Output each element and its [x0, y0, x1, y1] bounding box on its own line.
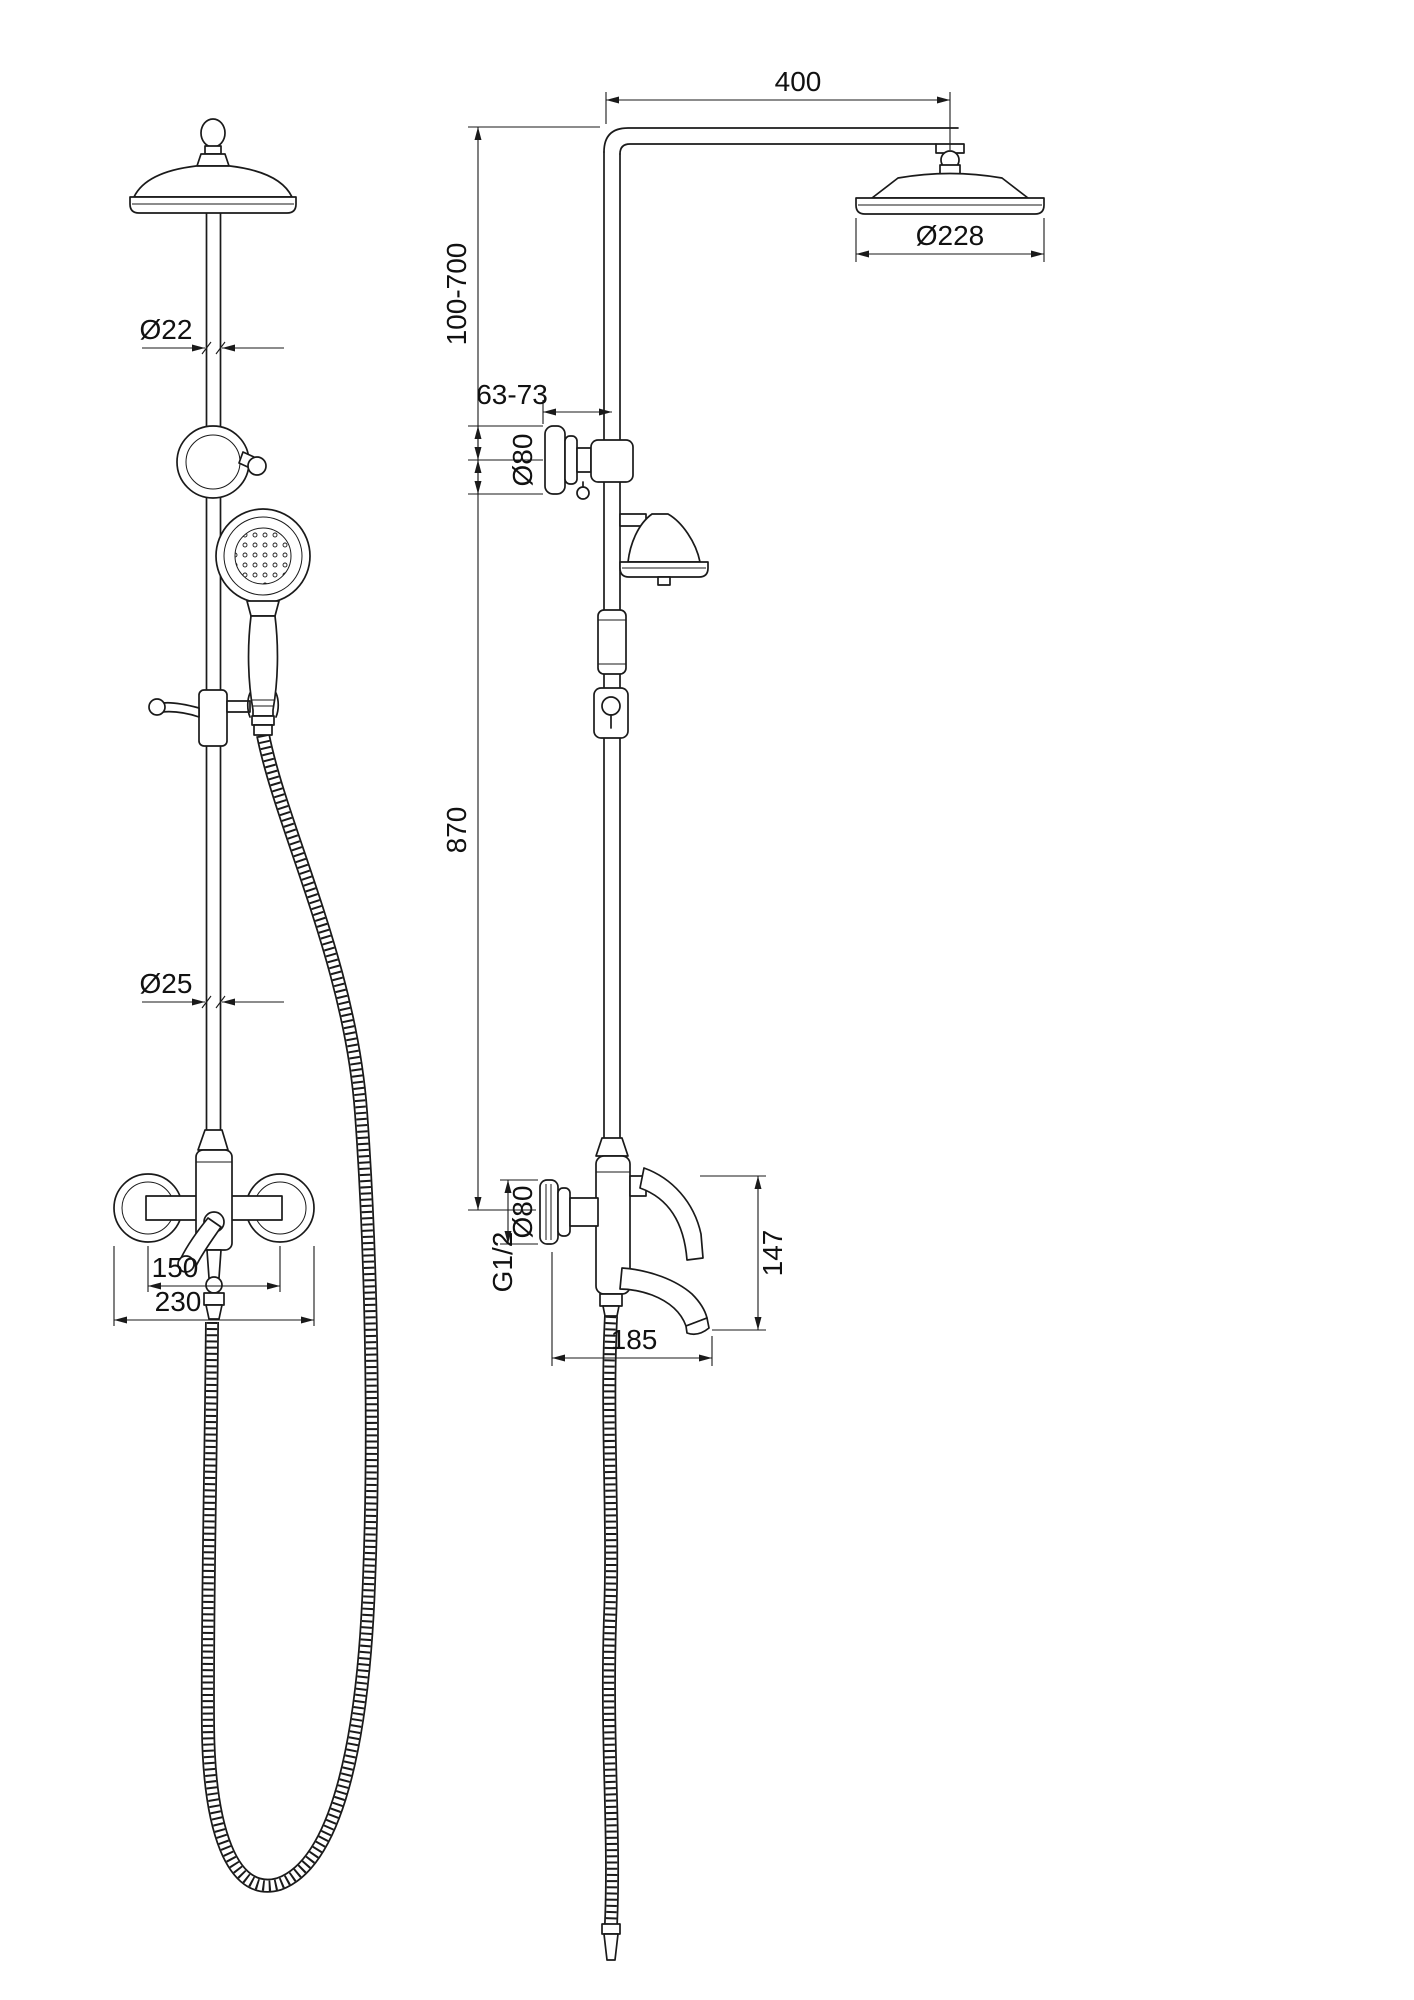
slider-knob-side	[601, 696, 621, 716]
side-view: 400 Ø228 100-700 63-73	[441, 66, 1045, 1961]
bracket-knob	[247, 456, 267, 476]
dim-spout-height: 147	[700, 1175, 788, 1331]
head-brim-side	[855, 197, 1045, 215]
slider-clamp-front	[148, 689, 280, 747]
dim-column-height-label: 870	[441, 807, 472, 854]
hose-nut	[253, 724, 273, 736]
thread-size-label: G1/2	[487, 1232, 518, 1293]
hand-shower-front	[215, 508, 311, 736]
dim-wall-offset-range: 63-73	[476, 379, 612, 424]
dim-mixer-flange-diameter-label: Ø80	[507, 1186, 538, 1239]
dim-lower-pipe-diameter-label: Ø25	[140, 968, 193, 999]
dim-wall-offset-range-label: 63-73	[476, 379, 548, 410]
finial-knob	[200, 118, 226, 148]
dim-column-height: 870	[441, 460, 536, 1211]
bracket-screw-knob	[576, 486, 590, 500]
dim-top-bracket-diameter-label: Ø80	[507, 434, 538, 487]
dim-mixer-overall-width-label: 230	[155, 1286, 202, 1317]
front-view: Ø22	[113, 118, 379, 1893]
dim-arm-length: 400	[605, 66, 951, 150]
dim-upper-pipe-diameter: Ø22	[140, 314, 284, 355]
bracket-flange	[544, 425, 566, 495]
head-brim	[129, 196, 297, 214]
mixer-flange-side	[539, 1179, 559, 1245]
hand-shower-hose-side	[601, 1315, 621, 1961]
dim-lower-pipe-diameter: Ø25	[140, 968, 284, 1009]
dim-spout-reach-label: 185	[611, 1324, 658, 1355]
dim-handle-centers-width: 150	[147, 1246, 281, 1292]
rain-shower-head-side	[855, 143, 1045, 215]
riser-pipe-side	[603, 127, 959, 1141]
wall-bracket-side	[544, 425, 634, 500]
hand-shower-side	[619, 513, 709, 586]
dim-head-diameter: Ø228	[855, 218, 1045, 262]
head-dome	[133, 165, 293, 198]
hand-shower-handle	[247, 615, 279, 717]
riser-pipe-front	[205, 212, 222, 1137]
head-dome-side	[871, 172, 1029, 199]
spray-face	[234, 527, 292, 585]
dim-spout-reach: 185	[551, 1252, 713, 1366]
dim-arm-length-label: 400	[775, 66, 822, 97]
dim-upper-pipe-diameter-label: Ø22	[140, 314, 193, 345]
dim-mixer-overall-width: 230	[113, 1246, 315, 1326]
dim-spout-height-label: 147	[757, 1230, 788, 1277]
dim-head-diameter-label: Ø228	[916, 220, 985, 251]
mixer-side	[539, 1137, 710, 1336]
mixer-lever-side	[639, 1167, 704, 1261]
dim-height-adjust-range-label: 100-700	[441, 243, 472, 346]
slider-clamp-side	[593, 609, 629, 739]
rain-shower-head-front	[129, 118, 297, 214]
dim-height-adjust-range: 100-700	[441, 126, 600, 461]
holder-arm	[226, 700, 251, 713]
dim-handle-centers-width-label: 150	[152, 1252, 199, 1283]
hand-shower-hose-front	[200, 733, 379, 1893]
tub-spout	[619, 1267, 708, 1327]
mixer-front	[113, 1129, 315, 1320]
slider-lever	[161, 701, 200, 718]
wall-bracket-front	[176, 425, 267, 499]
dim-mixer-flange-diameter: Ø80	[500, 1179, 538, 1245]
